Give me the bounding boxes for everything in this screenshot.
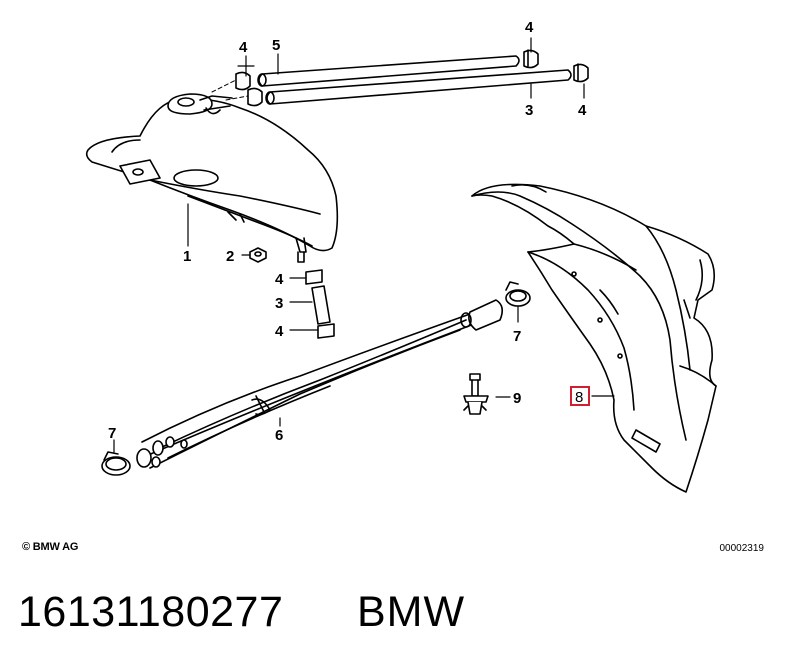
callout-4: 4 xyxy=(239,39,248,56)
clamp-4-mid-lower xyxy=(317,323,335,339)
leader-lines xyxy=(113,37,615,453)
vent-hose-harness-6 xyxy=(136,299,504,469)
nut-2 xyxy=(249,247,267,263)
clamp-4-top-right2 xyxy=(573,63,589,83)
callout-1: 1 xyxy=(183,248,191,265)
hose-5 xyxy=(257,55,520,87)
hose-3-top xyxy=(265,69,572,105)
clamp-4-top-left1 xyxy=(235,71,251,91)
hose-clamp-7-right xyxy=(505,281,531,307)
callout-6: 6 xyxy=(275,427,283,444)
part-number: 16131180277 xyxy=(18,588,284,636)
callout-4: 4 xyxy=(275,323,284,340)
callout-4: 4 xyxy=(525,19,534,36)
brand-name: BMW xyxy=(357,588,466,636)
callout-4: 4 xyxy=(275,271,284,288)
hose-clamp-7-left xyxy=(101,451,131,476)
fuel-tank-1 xyxy=(85,93,339,263)
callout-8: 8 xyxy=(575,389,583,406)
callout-3: 3 xyxy=(275,295,283,312)
callout-9: 9 xyxy=(513,390,521,407)
callout-7: 7 xyxy=(513,328,521,345)
callout-4: 4 xyxy=(578,102,587,119)
clamp-4-top-left2 xyxy=(247,87,263,107)
copyright-notice: © BMW AG xyxy=(22,541,79,553)
inner-fender-8 xyxy=(471,183,717,493)
callout-8-highlighted: 8 xyxy=(570,386,590,406)
callout-5: 5 xyxy=(272,37,280,54)
callout-3: 3 xyxy=(525,102,533,119)
callout-7: 7 xyxy=(108,425,116,442)
expanding-rivet-9 xyxy=(463,373,489,415)
hose-3-short xyxy=(311,285,331,325)
callout-2: 2 xyxy=(226,248,234,265)
diagram-reference-number: 00002319 xyxy=(719,543,765,554)
clamp-4-mid-upper xyxy=(305,269,323,285)
clamp-4-top-right1 xyxy=(523,49,539,69)
